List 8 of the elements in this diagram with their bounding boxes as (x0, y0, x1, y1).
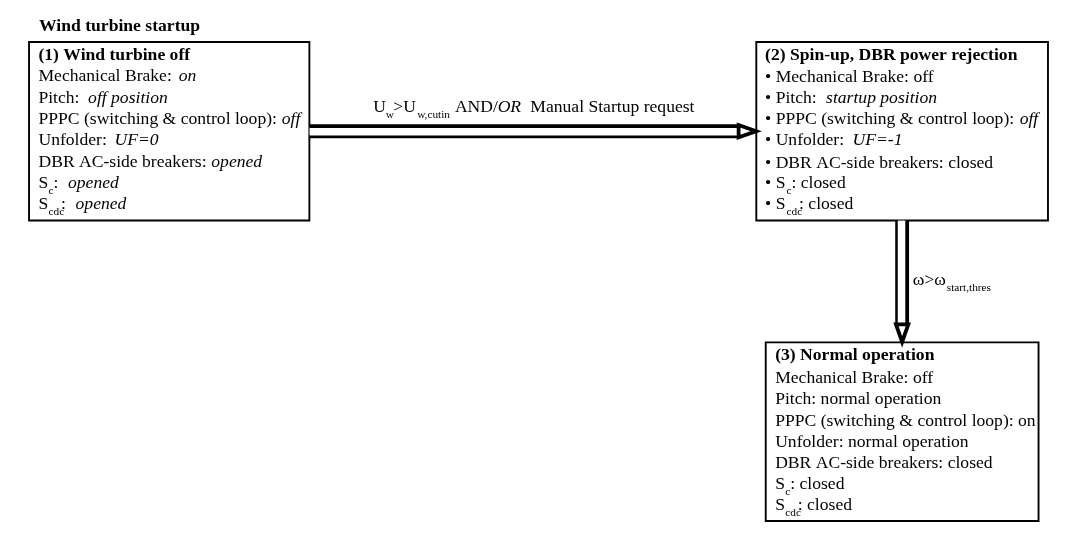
edge-label: ω>ω$_{start,thres}$ (912, 269, 991, 294)
arrow (893, 220, 911, 348)
edge-label: U$_{w}$>U$_{w,cutin}$ AND/OR Manual Startup request (373, 95, 695, 120)
node-box: (3) Normal operation Mechanical Brake: off Pitch: normal operation PPPC (switching & control loop): on Unfolder: normal operation DBR AC-side breakers: closed S$_{c}$: closed S$_{cdc}$: closed (764, 341, 1040, 522)
node-box: (1) Wind turbine off Mechanical Brake: on Pitch: off position PPPC (switching & control loop): off Unfolder: UF=0 DBR AC-side breakers: opened S$_{c}$: opened S$_{cdc}$: opened (28, 41, 311, 222)
node-box: (2) Spin-up, DBR power rejection • Mechanical Brake: off • Pitch: startup position • PPPC (switching & control loop): off • Unfolder: UF=-1 • DBR AC-side breakers: closed • S$_{c}$: closed • S$_{cdc}$: closed (755, 41, 1049, 222)
arrow (309, 122, 762, 141)
diagram-title: Wind turbine startup (39, 14, 201, 35)
